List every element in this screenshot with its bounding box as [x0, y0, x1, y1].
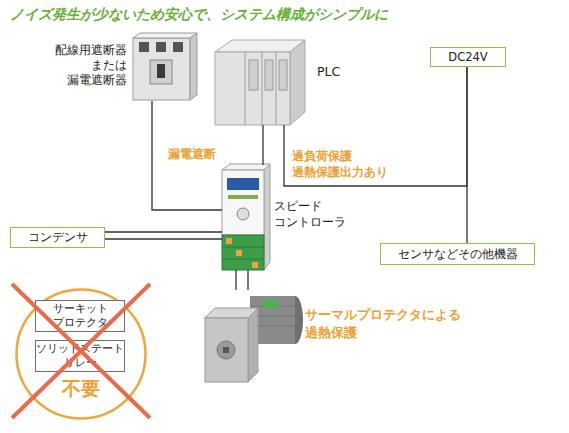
gearhead-shaft — [223, 347, 229, 353]
node-text: スピード コントローラ — [274, 199, 346, 230]
plc-terminal — [279, 60, 287, 90]
node-text: サーマルプロテクタによる 過熱保護 — [305, 306, 455, 341]
breaker-terminal — [156, 42, 166, 52]
motor-badge — [262, 300, 278, 308]
plc-module-line — [262, 52, 263, 125]
capacitor-box: コンデンサ — [10, 227, 105, 248]
terminal-lever — [252, 262, 258, 268]
plc-front — [215, 52, 290, 125]
controller-node: スピード コントローラ — [222, 165, 264, 270]
plc-side — [290, 40, 305, 125]
controller-side — [264, 164, 270, 270]
wire — [466, 67, 467, 243]
terminal-lever — [226, 238, 232, 244]
wire — [262, 125, 263, 165]
node-text: ソリッドステート リレー — [36, 342, 124, 369]
node-text: 配線用遮断器 または 漏電遮断器 — [49, 43, 127, 88]
plc-illustration — [215, 40, 305, 125]
controller-illustration — [222, 164, 270, 270]
breaker-window — [150, 60, 172, 84]
terminal-row — [222, 247, 264, 248]
node-text: センサなどその他機器 — [398, 247, 518, 262]
breaker-lever — [157, 64, 165, 78]
controller-display — [227, 178, 259, 190]
terminal-lever — [236, 250, 242, 256]
power-box: DC24V — [430, 47, 506, 67]
edge-label: 過負荷保護 過熱保護出力あり — [292, 148, 412, 180]
sensor-box: センサなどその他機器 — [380, 243, 535, 265]
plc-terminal — [265, 60, 273, 90]
controller-knob — [237, 208, 249, 220]
breaker-illustration — [133, 33, 197, 100]
node-text: サーキット プロテクタ — [36, 302, 124, 329]
cross-line — [12, 284, 150, 418]
plc-node: PLC — [215, 40, 305, 125]
breaker-side — [190, 33, 197, 100]
breaker-terminal — [173, 42, 183, 52]
node-text: コンデンサ — [28, 230, 88, 245]
terminal-row — [222, 259, 264, 260]
motor-illustration — [205, 296, 303, 382]
wire — [105, 232, 222, 239]
plc-module-line — [276, 52, 277, 125]
wire — [236, 270, 248, 290]
breaker-terminal — [139, 42, 149, 52]
gearhead-shaft-hub — [217, 341, 235, 359]
crossed-box: サーキット プロテクタ — [35, 300, 125, 332]
breaker-node: 配線用遮断器 または 漏電遮断器 — [133, 35, 191, 101]
controller-terminals — [222, 235, 264, 270]
edge-label: 漏電遮断 — [168, 146, 238, 162]
node-text: PLC — [317, 64, 340, 80]
plc-terminal — [249, 60, 258, 90]
breaker-top — [133, 33, 197, 38]
node-text: DC24V — [448, 50, 487, 65]
controller-body — [222, 170, 264, 235]
gearhead-front — [205, 318, 248, 382]
plc-module-line — [245, 52, 246, 125]
title: ノイズ発生が少ないため安心で、システム構成がシンプルに — [10, 6, 388, 24]
breaker-body — [133, 38, 190, 100]
motor-node: サーマルプロテクタによる 過熱保護 — [205, 290, 301, 382]
cross-line — [12, 284, 150, 418]
gearhead-side — [248, 308, 258, 382]
wire — [284, 67, 467, 186]
controller-stripe — [228, 195, 258, 199]
crossed-box: ソリッドステート リレー — [35, 340, 125, 372]
